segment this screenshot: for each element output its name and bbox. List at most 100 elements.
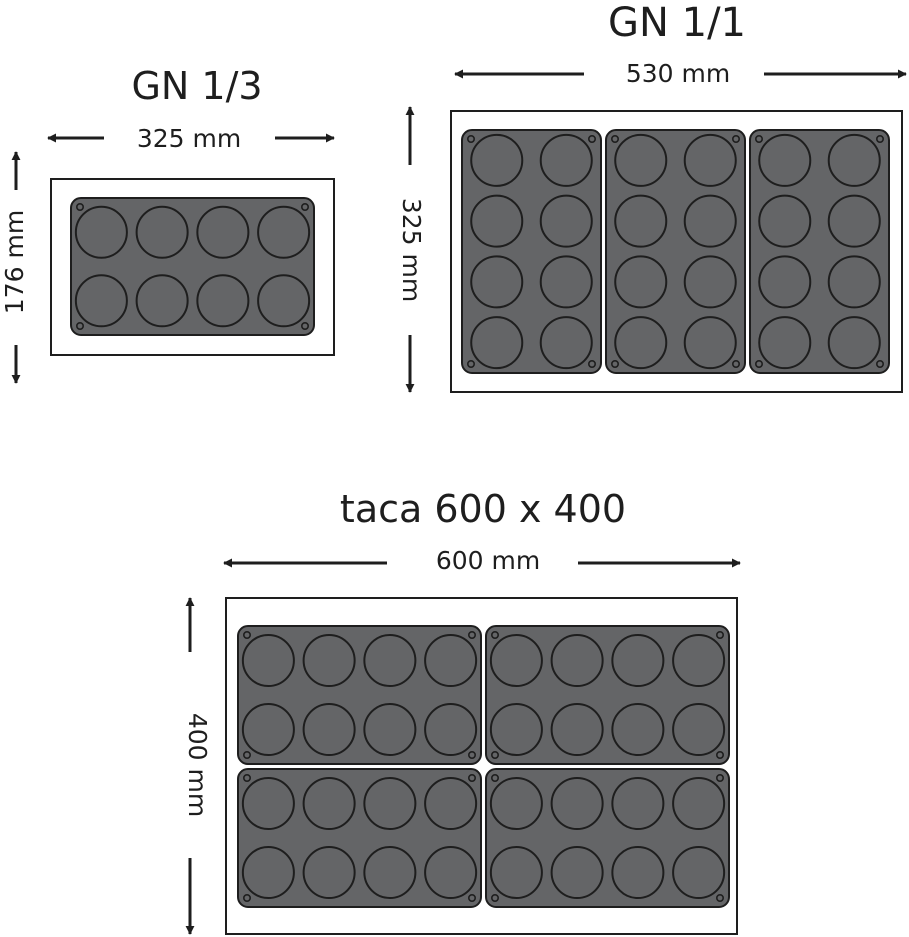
mould-cavity [302, 702, 356, 757]
mould-corner-hole [731, 359, 740, 368]
mould-plate [749, 129, 890, 374]
mould-plate [485, 625, 730, 765]
mould-cavity [550, 702, 604, 757]
mould-corner-hole [587, 359, 596, 368]
mould-corner-hole [610, 135, 619, 144]
mould-cavity [302, 845, 356, 900]
mould-corner-hole [875, 359, 884, 368]
mould-corner-hole [490, 893, 499, 902]
mould-cavity [489, 845, 543, 900]
mould-corner-hole [490, 773, 499, 782]
mould-cavity [611, 845, 665, 900]
panel-gn11: GN 1/1 530 mm 325 mm [397, 0, 907, 393]
mould [237, 768, 482, 908]
mould-cavity [683, 316, 737, 370]
mould [485, 625, 730, 765]
mould-cavity [74, 205, 128, 259]
mould-cavity [611, 633, 665, 688]
mould-cavity [302, 776, 356, 831]
mould-corner-hole [875, 135, 884, 144]
mould-cavity [683, 194, 737, 248]
mould-corner-hole [467, 630, 476, 639]
mould-cavity [470, 255, 524, 309]
mould-cavity [550, 776, 604, 831]
mould-cavity [257, 205, 311, 259]
mould-cavity [614, 133, 668, 187]
mould-cavity [302, 633, 356, 688]
mould-cavity [550, 845, 604, 900]
tray-container [225, 597, 738, 935]
mould-cavity [135, 205, 189, 259]
mould-cavity [363, 702, 417, 757]
mould-cavity [539, 316, 593, 370]
mould-corner-hole [715, 750, 724, 759]
mould-cavity [135, 274, 189, 328]
mould [70, 197, 315, 336]
mould-cavity [827, 255, 881, 309]
mould [237, 625, 482, 765]
panel-tray: taca 600 x 400 600 mm 400 mm [183, 487, 741, 935]
mould-cavity [827, 133, 881, 187]
gn11-moulds [461, 129, 890, 374]
mould [605, 129, 746, 374]
mould-cavity [241, 845, 295, 900]
mould-corner-hole [243, 893, 252, 902]
gn13-container [50, 178, 335, 356]
panel-gn13-title: GN 1/3 [131, 64, 262, 108]
tray-height-label: 400 mm [183, 713, 212, 817]
mould-corner-hole [490, 750, 499, 759]
mould-corner-hole [731, 135, 740, 144]
mould-cavity [758, 194, 812, 248]
mould-cavity [758, 133, 812, 187]
mould-cavity [489, 776, 543, 831]
mould-cavity [683, 255, 737, 309]
mould-cavity [611, 702, 665, 757]
mould-cavity [241, 702, 295, 757]
mould-corner-hole [490, 630, 499, 639]
mould-corner-hole [76, 203, 85, 212]
mould-corner-hole [466, 135, 475, 144]
mould-cavity [363, 845, 417, 900]
mould-corner-hole [467, 773, 476, 782]
mould-cavity [827, 316, 881, 370]
mould-corner-hole [243, 630, 252, 639]
mould-cavity [424, 633, 478, 688]
mould-cavity [611, 776, 665, 831]
mould-cavity [614, 255, 668, 309]
mould-corner-hole [754, 359, 763, 368]
gn13-height-label: 176 mm [0, 210, 29, 314]
mould-cavity [758, 316, 812, 370]
mould-cavity [539, 194, 593, 248]
mould-corner-hole [300, 321, 309, 330]
mould-cavity [196, 205, 250, 259]
mould-cavity [550, 633, 604, 688]
mould-cavity [470, 316, 524, 370]
mould-cavity [241, 776, 295, 831]
gn13-moulds [70, 197, 315, 336]
mould-corner-hole [467, 750, 476, 759]
panel-tray-title: taca 600 x 400 [340, 487, 626, 531]
gn13-width-label: 325 mm [137, 124, 241, 153]
mould-corner-hole [243, 750, 252, 759]
panel-gn13: GN 1/3 325 mm 176 mm [0, 64, 335, 384]
mould [485, 768, 730, 908]
mould-cavity [424, 845, 478, 900]
mould-cavity [363, 776, 417, 831]
mould-plate [237, 625, 482, 765]
mould-plate [237, 768, 482, 908]
mould-plate [485, 768, 730, 908]
mould-cavity [614, 316, 668, 370]
mould-cavity [470, 133, 524, 187]
mould-cavity [489, 633, 543, 688]
mould-corner-hole [715, 773, 724, 782]
mould-corner-hole [466, 359, 475, 368]
mould-cavity [539, 133, 593, 187]
mould-cavity [489, 702, 543, 757]
mould-cavity [363, 633, 417, 688]
mould-corner-hole [76, 321, 85, 330]
mould-cavity [424, 776, 478, 831]
mould-cavity [196, 274, 250, 328]
mould-cavity [257, 274, 311, 328]
mould-corner-hole [754, 135, 763, 144]
